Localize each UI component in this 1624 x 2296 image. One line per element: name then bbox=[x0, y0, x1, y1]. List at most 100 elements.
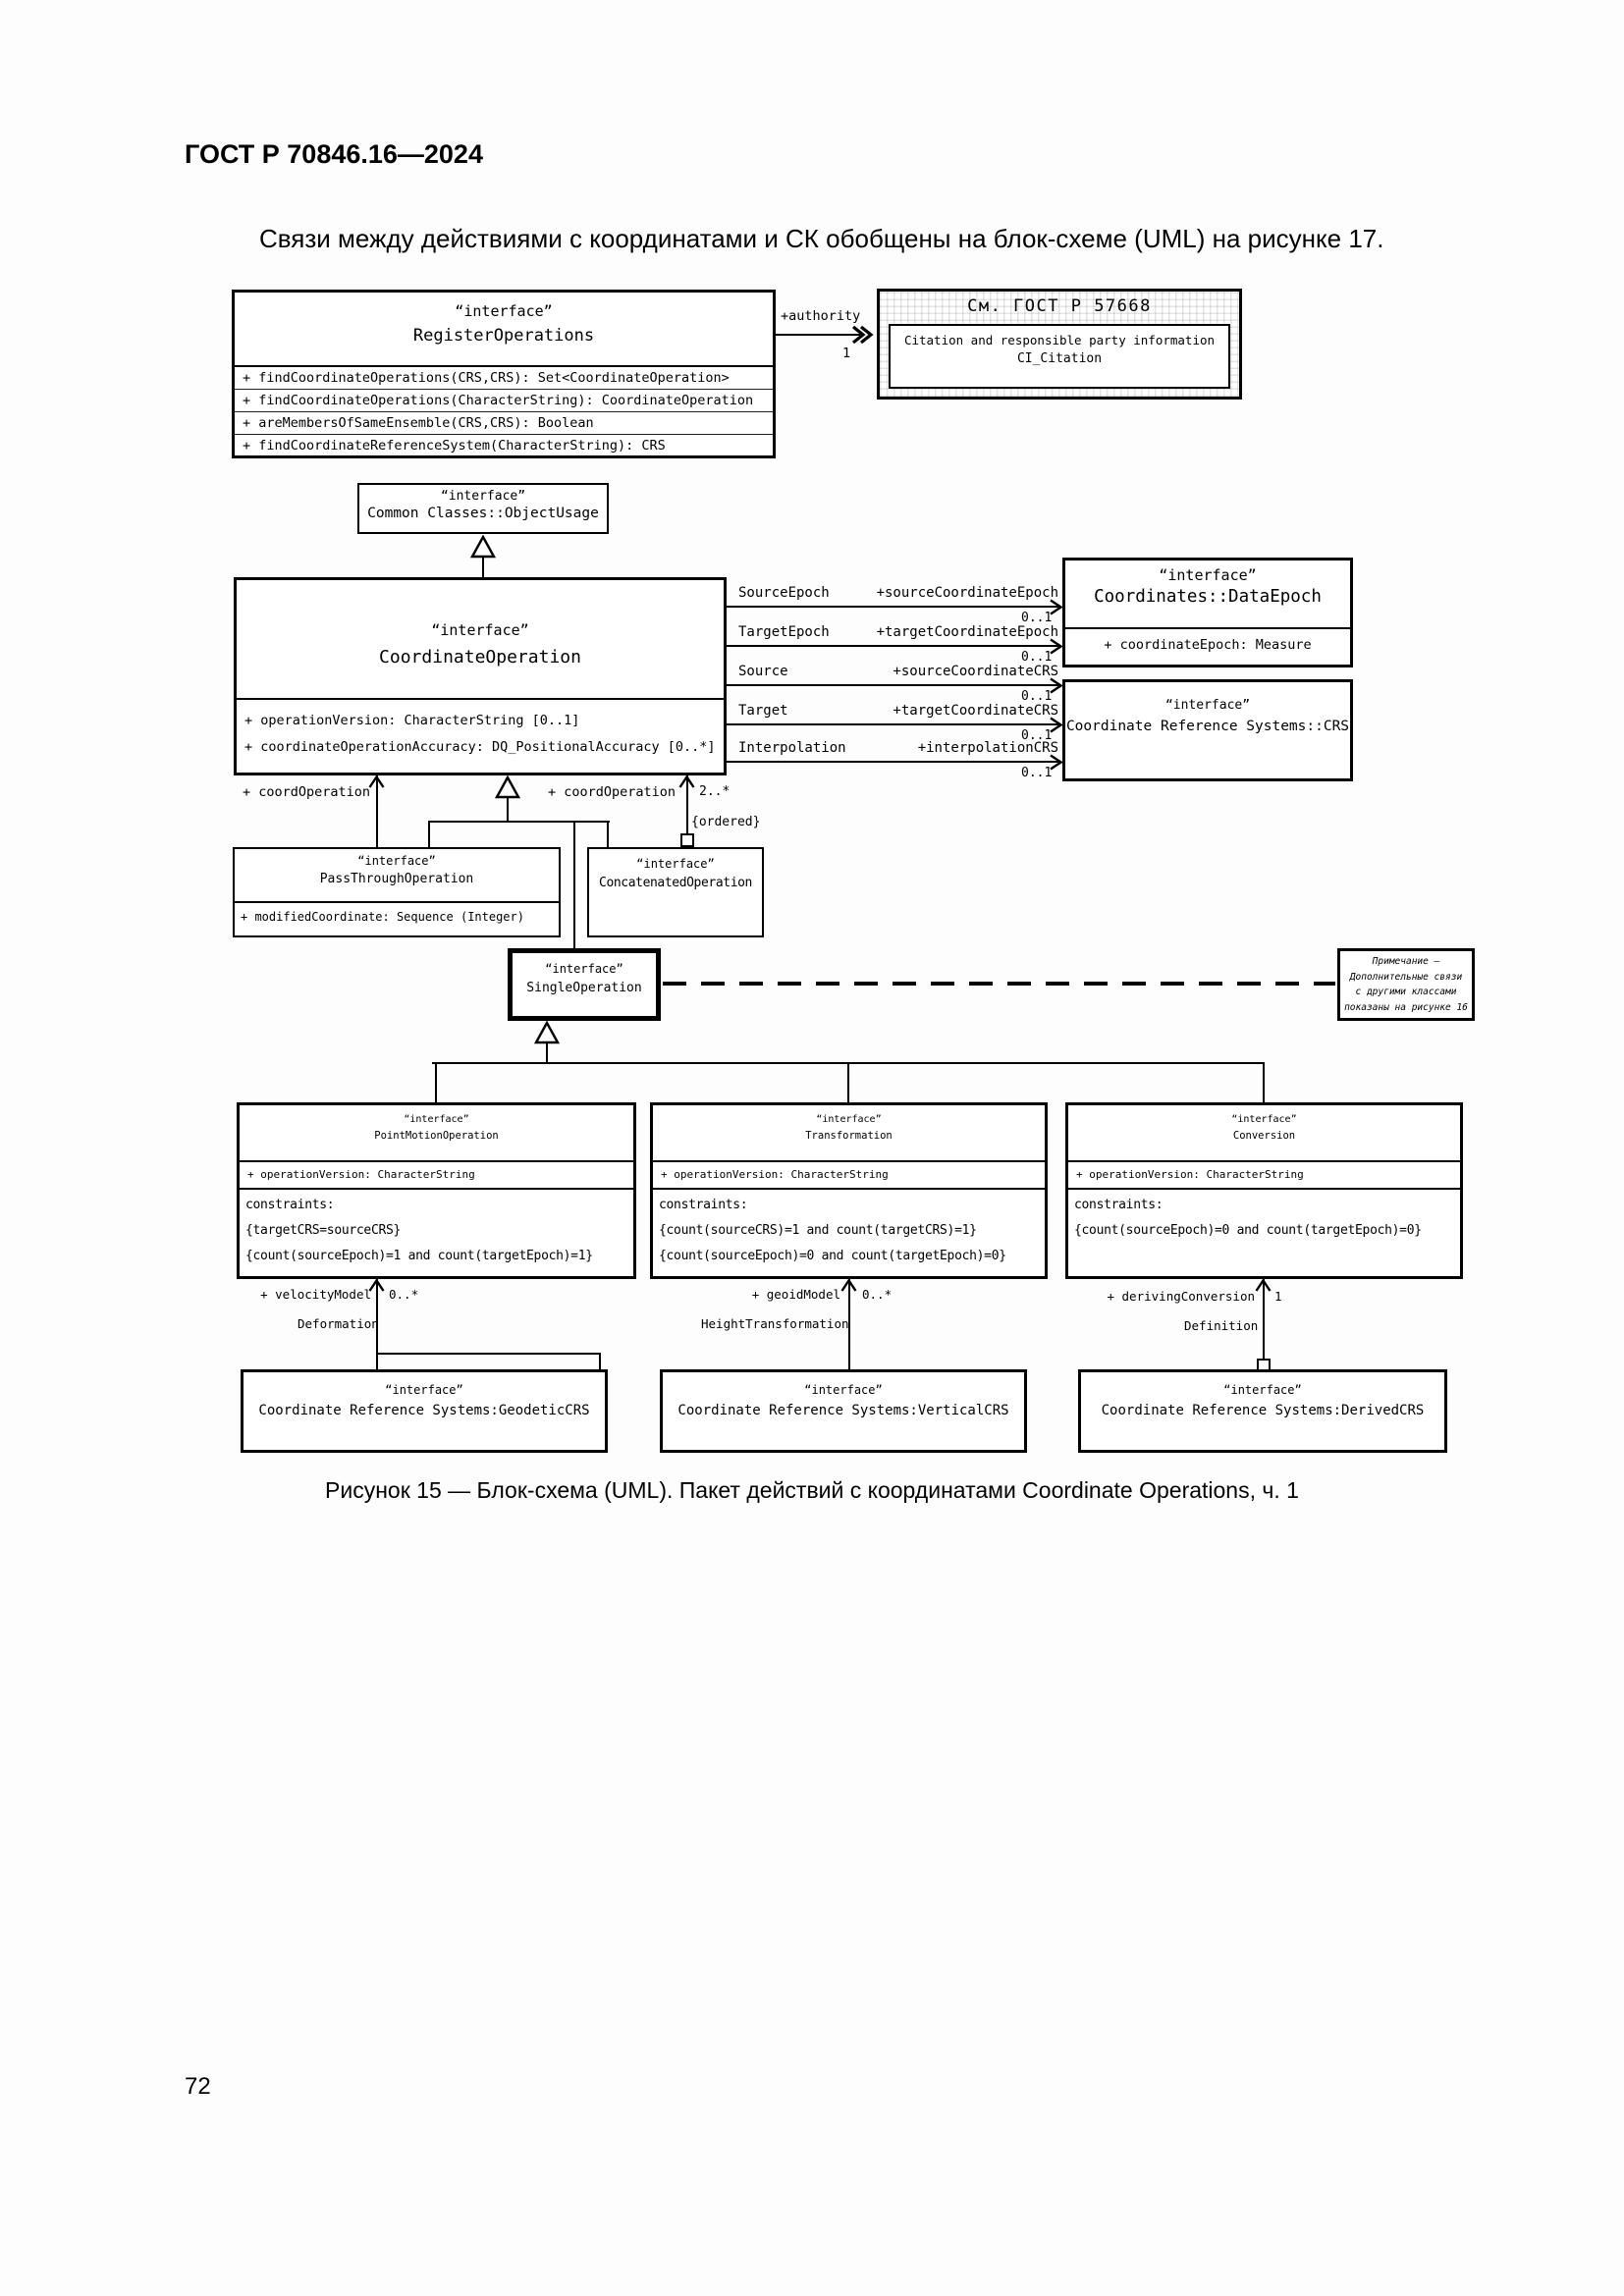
attribute-row: + operationVersion: CharacterString bbox=[1068, 1162, 1460, 1190]
class-name-label: Coordinate Reference Systems:GeodeticCRS bbox=[258, 1403, 590, 1418]
association-arrowhead-icon bbox=[368, 775, 385, 788]
uml-class-data-epoch: “interface” Coordinates::DataEpoch + coo… bbox=[1062, 558, 1353, 667]
constraint-row: {count(sourceEpoch)=0 and count(targetEp… bbox=[1074, 1223, 1422, 1238]
generalization-line-single-operation bbox=[573, 821, 576, 950]
stereotype-label: “interface” bbox=[440, 489, 526, 504]
generalization-line bbox=[607, 821, 610, 847]
association-arrowhead-icon bbox=[1050, 638, 1062, 655]
uml-class-crs: “interface” Coordinate Reference Systems… bbox=[1062, 679, 1353, 781]
association-name-label: TargetEpoch bbox=[738, 624, 830, 640]
association-arrowhead-icon bbox=[1255, 1279, 1272, 1292]
multiplicity-label: 0..* bbox=[389, 1287, 419, 1302]
authority-association-line bbox=[776, 334, 860, 337]
association-line-jog bbox=[599, 1353, 602, 1370]
stereotype-label: “interface” bbox=[1231, 1114, 1297, 1125]
stereotype-label: “interface” bbox=[804, 1383, 883, 1397]
stereotype-label: “interface” bbox=[545, 962, 623, 976]
constraint-row: constraints: bbox=[245, 1198, 335, 1212]
stereotype-label: “interface” bbox=[636, 857, 715, 871]
association-name-label: Deformation bbox=[298, 1316, 379, 1331]
note-line: с другими классами bbox=[1355, 987, 1457, 997]
association-line-coord-operation-left bbox=[376, 775, 379, 847]
attribute-row: + coordinateOperationAccuracy: DQ_Positi… bbox=[244, 739, 716, 755]
association-line-target bbox=[727, 723, 1058, 726]
multiplicity-label: 0..1 bbox=[1021, 766, 1053, 780]
generalization-triangle-icon bbox=[495, 775, 520, 799]
class-name-label: CoordinateOperation bbox=[379, 647, 581, 667]
stereotype-label: “interface” bbox=[431, 621, 529, 639]
association-arrowhead-icon bbox=[1050, 599, 1062, 615]
uml-class-single-operation: “interface” SingleOperation bbox=[508, 948, 661, 1021]
association-name-label: Target bbox=[738, 703, 788, 719]
stereotype-label: “interface” bbox=[455, 302, 553, 320]
attribute-row: + operationVersion: CharacterString [0..… bbox=[244, 713, 580, 728]
uml-class-transformation: “interface” Transformation + operationVe… bbox=[650, 1102, 1048, 1279]
association-name-label: Interpolation bbox=[738, 740, 846, 756]
stereotype-label: “interface” bbox=[1223, 1383, 1302, 1397]
association-arrowhead-icon bbox=[368, 1279, 385, 1292]
class-name-label: Coordinates::DataEpoch bbox=[1094, 587, 1322, 607]
association-line-source-epoch bbox=[727, 606, 1058, 609]
method-row: + areMembersOfSameEnsemble(CRS,CRS): Boo… bbox=[235, 412, 773, 435]
class-name-label: Common Classes::ObjectUsage bbox=[367, 506, 599, 521]
generalization-line bbox=[1263, 1062, 1266, 1102]
class-name-label: Coordinate Reference Systems:VerticalCRS bbox=[677, 1403, 1009, 1418]
association-role-label: + derivingConversion bbox=[1107, 1289, 1255, 1304]
uml-class-point-motion-operation: “interface” PointMotionOperation + opera… bbox=[237, 1102, 636, 1279]
association-name-label: Definition bbox=[1184, 1318, 1259, 1333]
association-arrowhead-icon bbox=[678, 775, 695, 788]
class-name-label: ConcatenatedOperation bbox=[599, 876, 752, 890]
association-role-label: + coordOperation bbox=[243, 784, 371, 800]
document-number: ГОСТ Р 70846.16—2024 bbox=[185, 139, 483, 169]
stereotype-label: “interface” bbox=[816, 1114, 882, 1125]
note-line: Примечание — bbox=[1372, 956, 1440, 967]
method-row: + findCoordinateOperations(CRS,CRS): Set… bbox=[235, 367, 773, 390]
association-line-geoid-model bbox=[848, 1279, 851, 1369]
multiplicity-label: 0..* bbox=[862, 1287, 893, 1302]
association-role-label: +sourceCoordinateCRS bbox=[893, 664, 1058, 679]
association-role-label: + geoidModel bbox=[751, 1287, 840, 1302]
authority-multiplicity-label: 1 bbox=[842, 346, 851, 361]
association-line-coord-operation-right bbox=[686, 775, 689, 834]
uml-class-derived-crs: “interface” Coordinate Reference Systems… bbox=[1078, 1369, 1447, 1453]
generalization-triangle-icon bbox=[534, 1021, 560, 1044]
page-number: 72 bbox=[185, 2073, 211, 2100]
association-arrowhead-icon bbox=[1050, 754, 1062, 771]
association-role-label: +sourceCoordinateEpoch bbox=[876, 585, 1058, 601]
stereotype-label: “interface” bbox=[1164, 698, 1251, 713]
generalization-line bbox=[435, 1062, 438, 1102]
uml-external-package-gost: См. ГОСТ Р 57668 Citation and responsibl… bbox=[877, 289, 1242, 400]
generalization-line bbox=[482, 558, 485, 579]
uml-class-pass-through-operation: “interface” PassThroughOperation + modif… bbox=[233, 847, 561, 937]
class-name-label: PassThroughOperation bbox=[319, 872, 474, 886]
constraint-row: {targetCRS=sourceCRS} bbox=[245, 1223, 402, 1238]
aggregation-square-icon bbox=[680, 833, 694, 847]
multiplicity-label: 0..1 bbox=[1021, 611, 1053, 625]
association-arrowhead-icon bbox=[840, 1279, 857, 1292]
note-line: Дополнительные связи bbox=[1349, 971, 1463, 983]
constraint-row: constraints: bbox=[1074, 1198, 1164, 1212]
uml-class-conversion: “interface” Conversion + operationVersio… bbox=[1065, 1102, 1463, 1279]
method-row: + findCoordinateOperations(CharacterStri… bbox=[235, 390, 773, 412]
attribute-row: + modifiedCoordinate: Sequence (Integer) bbox=[241, 910, 524, 924]
note-line: показаны на рисунке 16 bbox=[1344, 1001, 1468, 1013]
stereotype-label: “interface” bbox=[357, 854, 436, 868]
association-line-deriving-conversion bbox=[1263, 1279, 1266, 1362]
class-name-label: Transformation bbox=[805, 1130, 893, 1142]
package-title-label: См. ГОСТ Р 57668 bbox=[967, 296, 1152, 316]
class-name-label: Coordinate Reference Systems::CRS bbox=[1065, 719, 1350, 734]
stereotype-label: “interface” bbox=[385, 1383, 463, 1397]
association-line-interpolation bbox=[727, 761, 1058, 764]
constraint-row: constraints: bbox=[659, 1198, 748, 1212]
constraint-row: {count(sourceEpoch)=0 and count(targetEp… bbox=[659, 1249, 1006, 1263]
constraint-row: {count(sourceEpoch)=1 and count(targetEp… bbox=[245, 1249, 593, 1263]
class-name-label: SingleOperation bbox=[526, 981, 642, 995]
uml-note-box: Примечание — Дополнительные связи с друг… bbox=[1337, 948, 1475, 1021]
association-role-label: + coordOperation bbox=[547, 784, 676, 800]
figure-caption: Рисунок 15 — Блок-схема (UML). Пакет дей… bbox=[325, 1477, 1299, 1503]
association-role-label: + velocityModel bbox=[260, 1287, 371, 1302]
generalization-line bbox=[428, 821, 431, 847]
association-name-label: HeightTransformation bbox=[701, 1316, 849, 1331]
association-name-label: SourceEpoch bbox=[738, 585, 830, 601]
